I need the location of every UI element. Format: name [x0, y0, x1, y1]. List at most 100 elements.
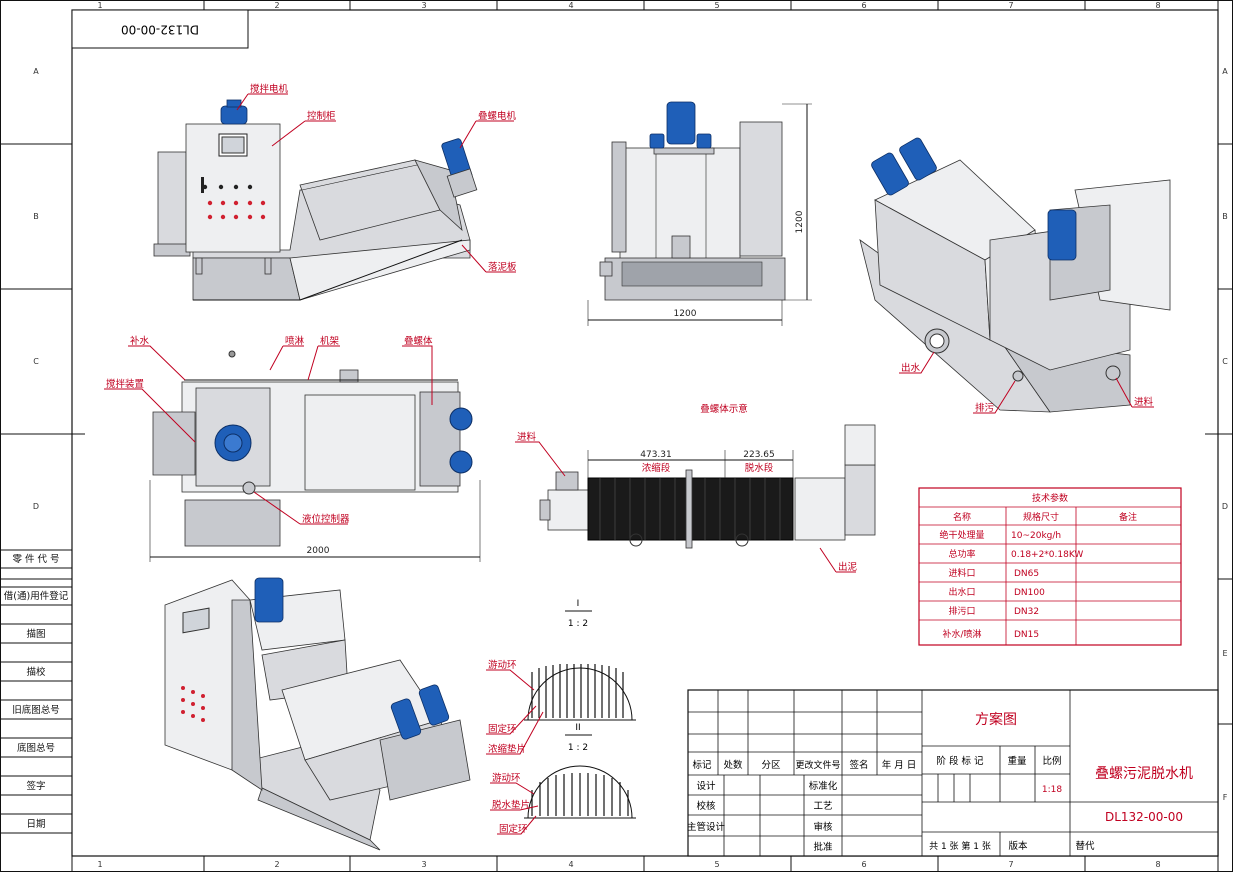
label-water-out: 出水 [901, 362, 921, 374]
tb-review: 审核 [813, 821, 833, 833]
label-screw-motor: 叠螺电机 [478, 110, 517, 122]
col-label-4-bottom: 4 [568, 860, 573, 869]
label-screw-body: 叠螺体 [404, 335, 433, 347]
col-label-1-bottom: 1 [97, 860, 102, 869]
tb-check: 校核 [696, 800, 716, 812]
label-feed: 进料 [517, 431, 537, 443]
ring-details: I 1 : 2 游动环 固定环 浓缩垫片 II 1 : 2 [486, 599, 636, 835]
drawing-number-box: DL132-00-00 [71, 9, 249, 49]
row-label-b-right: B [1222, 212, 1228, 221]
strip-date: 日期 [26, 819, 45, 830]
scale-bottom: 1 : 2 [568, 619, 588, 629]
col-label-6: 6 [861, 1, 866, 10]
iso-screw-motor-1 [871, 152, 909, 196]
lower-ring-arc [527, 765, 633, 819]
upper-ring-arc [527, 667, 633, 721]
label-control-cabinet: 控制柜 [307, 110, 336, 122]
iso-stir-motor [1047, 209, 1077, 261]
grid-column-labels: 1 2 3 4 5 6 7 8 1 2 3 4 5 6 7 8 [97, 1, 1160, 869]
upper-thicken-shim: 浓缩垫片 [488, 743, 526, 755]
strip-old-base-no: 旧底图总号 [12, 704, 60, 716]
top-view-cabinet [184, 499, 281, 547]
label-level-controller: 液位控制器 [302, 513, 350, 525]
grid-row-labels: A B C D A B C D E F [33, 67, 1228, 802]
label-stir-motor: 搅拌电机 [250, 83, 289, 95]
title-block: 标记 处数 分区 更改文件号 签名 年 月 日 设计 标准化 校核 工艺 主管设… [687, 689, 1219, 857]
tech-params-table: 技术参数 名称 规格尺寸 备注 绝干处理量 10~20kg/h 总功率 0.18… [918, 487, 1182, 646]
side-view: 1200 1200 [587, 101, 812, 326]
tb-header-mark: 标记 [692, 759, 712, 771]
dim-dewater: 223.65 [743, 450, 775, 460]
side-width-dim: 1200 [674, 309, 697, 319]
tb-stage-mark: 阶 段 标 记 [936, 755, 984, 767]
top-length-dim: 2000 [307, 546, 330, 556]
top-view-screw-cover [304, 394, 416, 491]
iso2-screw-motor-2 [418, 684, 450, 726]
iso-view-top: 出水 排污 进料 [859, 137, 1171, 414]
tb-ratio-value: 1:18 [1042, 785, 1062, 795]
strip-part-code: 零 件 代 号 [12, 553, 59, 565]
tb-design: 设计 [696, 780, 716, 792]
tb-process: 工艺 [813, 801, 832, 812]
upper-fixed-ring: 固定环 [488, 723, 517, 735]
tb-header-zone: 分区 [761, 760, 781, 771]
screw-drive-motor [844, 424, 876, 466]
tb-header-date: 年 月 日 [882, 759, 917, 771]
front-view-base-left [192, 257, 301, 301]
scale2-top: II [575, 723, 580, 733]
col-label-4: 4 [568, 1, 573, 10]
tb-standardization: 标准化 [809, 780, 838, 792]
label-water-supply: 补水 [130, 335, 150, 347]
label-mud-plate: 落泥板 [488, 261, 517, 273]
side-view-motor [666, 101, 696, 145]
col-label-3: 3 [421, 1, 426, 10]
tech-row-spec: DN15 [1014, 630, 1039, 640]
col-label-5-bottom: 5 [714, 860, 719, 869]
upper-moving-ring: 游动环 [488, 659, 517, 671]
tb-approve: 批准 [813, 841, 833, 853]
label-stirring: 搅拌装置 [106, 378, 144, 390]
label-feed-in-iso: 进料 [1134, 396, 1154, 408]
tb-header-count: 处数 [723, 759, 743, 771]
tb-version: 版本 [1008, 840, 1028, 852]
tb-weight: 重量 [1007, 755, 1027, 767]
row-label-f-right: F [1223, 793, 1228, 802]
left-record-strip: 零 件 代 号 借(通)用件登记 描图 描校 旧底图总号 底图总号 签字 日期 [0, 549, 72, 834]
tech-row-name: 排污口 [948, 605, 975, 617]
tech-row-spec: DN65 [1014, 569, 1039, 579]
tb-replace: 替代 [1075, 840, 1095, 852]
strip-borrow-register: 借(通)用件登记 [4, 590, 69, 602]
lower-dewater-shim: 脱水垫片 [492, 799, 530, 811]
tech-header-spec: 规格尺寸 [1023, 511, 1059, 523]
seg-thicken: 浓缩段 [642, 462, 671, 474]
lower-fixed-ring: 固定环 [499, 823, 528, 835]
col-label-8-bottom: 8 [1155, 860, 1160, 869]
row-label-c-right: C [1222, 357, 1228, 366]
row-label-e-right: E [1222, 649, 1227, 658]
tech-row-spec: 10~20kg/h [1011, 531, 1061, 541]
col-label-8: 8 [1155, 1, 1160, 10]
iso-view-bottom [164, 577, 471, 851]
drawing-number-rotated: DL132-00-00 [121, 23, 199, 37]
row-label-a: A [33, 67, 39, 76]
tb-drawing-no: DL132-00-00 [1105, 810, 1183, 824]
tb-chief-design: 主管设计 [687, 821, 726, 833]
strip-trace-check: 描校 [26, 666, 46, 678]
iso-screw-motor-2 [899, 137, 937, 181]
tech-row-spec: 0.18+2*0.18KW [1011, 550, 1083, 560]
tech-row-spec: DN32 [1014, 607, 1039, 617]
label-frame: 机架 [320, 335, 340, 347]
label-mud-out: 出泥 [838, 561, 858, 573]
screw-body-diagram: 叠螺体示意 473.31 223.65 浓缩段 脱水段 进料 出泥 [515, 403, 876, 573]
tech-row-name: 绝干处理量 [939, 529, 984, 541]
tb-product: 叠螺污泥脱水机 [1095, 766, 1193, 782]
tb-scheme: 方案图 [975, 711, 1017, 728]
tb-ratio: 比例 [1042, 755, 1061, 767]
lower-moving-ring: 游动环 [492, 772, 521, 784]
tb-sheet: 共 1 张 第 1 张 [929, 840, 991, 852]
tb-header-change-doc: 更改文件号 [795, 759, 840, 771]
strip-base-no: 底图总号 [17, 742, 55, 754]
label-spray: 喷淋 [285, 335, 305, 347]
scale2-bottom: 1 : 2 [568, 743, 588, 753]
